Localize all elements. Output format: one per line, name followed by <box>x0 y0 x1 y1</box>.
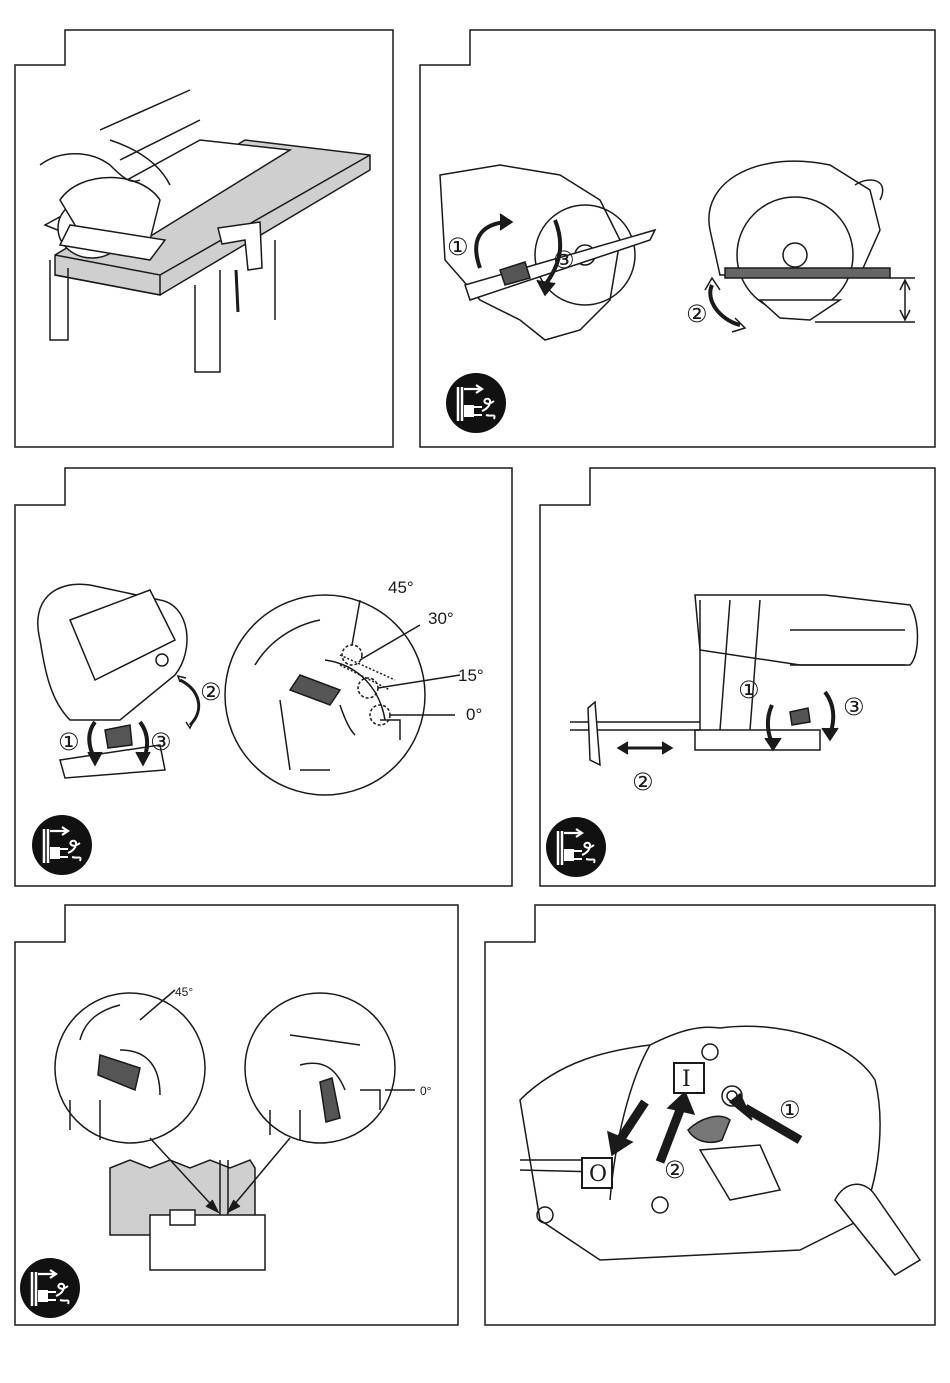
switch-operation-illustration <box>520 1026 920 1275</box>
panel-5: 45° 0° <box>15 905 458 1325</box>
angle-label-15: 15° <box>458 666 484 685</box>
bevel-adjust-illustration <box>38 584 460 795</box>
step-2-label: ② <box>664 1156 686 1184</box>
step-1-label: ① <box>779 1096 801 1124</box>
switch-on-label: I <box>682 1067 691 1092</box>
panel-4: ① ② ③ <box>540 468 935 886</box>
angle-label-30: 30° <box>428 609 454 628</box>
bevel-stop-illustration <box>55 990 415 1270</box>
step-2-label: ② <box>686 300 708 328</box>
unplug-icon <box>32 815 92 875</box>
step-3-label: ③ <box>843 693 865 721</box>
panel-3: 45° 30° 15° 0° ① ② ③ <box>15 468 512 886</box>
step-3-label: ③ <box>553 246 575 274</box>
unplug-icon <box>546 817 606 877</box>
step-1-label: ① <box>738 676 760 704</box>
angle-label-45: 45° <box>175 985 193 999</box>
unplug-icon <box>20 1258 80 1318</box>
panel-6: I O ① ② <box>485 905 935 1325</box>
panel-2: ① ③ ② <box>420 30 935 447</box>
switch-off-label: O <box>589 1162 607 1187</box>
unplug-icon <box>446 373 506 433</box>
step-1-label: ① <box>58 728 80 756</box>
saw-on-workbench-illustration <box>40 90 370 372</box>
step-2-label: ② <box>632 768 654 796</box>
panel-1 <box>15 30 393 447</box>
angle-label-45: 45° <box>388 578 414 597</box>
step-2-label: ② <box>200 678 222 706</box>
angle-label-0: 0° <box>466 705 482 724</box>
step-3-label: ③ <box>150 728 172 756</box>
depth-adjust-illustration <box>440 161 915 340</box>
angle-label-0: 0° <box>420 1084 432 1098</box>
step-1-label: ① <box>447 233 469 261</box>
